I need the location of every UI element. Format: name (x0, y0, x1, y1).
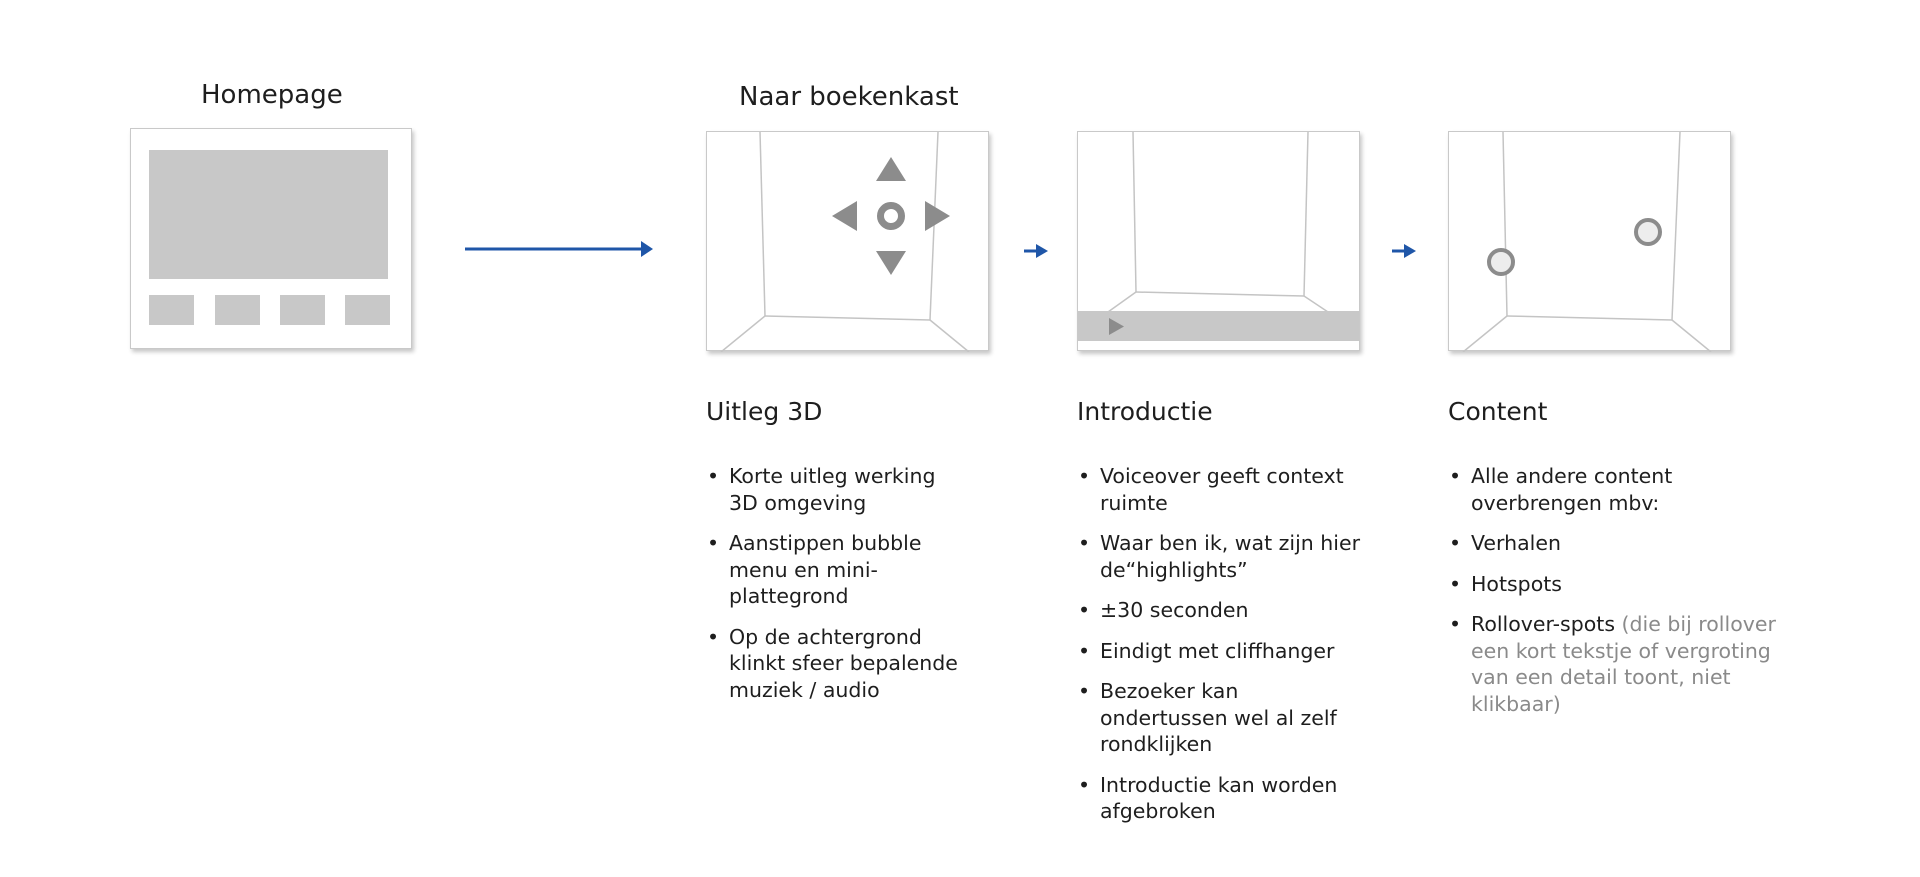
thumbnail-block (215, 295, 260, 325)
flow-arrow-short (1392, 241, 1418, 261)
homepage-wireframe (130, 128, 412, 349)
bullet-list-content: Alle andere content overbrengen mbv: Ver… (1448, 463, 1788, 731)
flow-arrow-long (465, 238, 655, 260)
arrow-down-icon (876, 251, 906, 275)
wireframe-navigation (706, 131, 989, 352)
list-item: Alle andere content overbrengen mbv: (1448, 463, 1788, 516)
section-title-content: Content (1448, 397, 1548, 426)
list-item: Op de achtergrond klinkt sfeer bepalende… (706, 624, 961, 704)
section-title-introductie: Introductie (1077, 397, 1213, 426)
hotspot-icon (1634, 218, 1662, 246)
rollover-label: Rollover-spots (1471, 612, 1616, 636)
list-item: Korte uitleg werking 3D omgeving (706, 463, 961, 516)
thumbnail-block (149, 295, 194, 325)
section-title-uitleg: Uitleg 3D (706, 397, 823, 426)
wireframe-introductie (1077, 131, 1360, 351)
navigation-controls (832, 157, 950, 275)
arrow-right-icon (925, 201, 950, 231)
flow-arrow-short (1024, 241, 1050, 261)
video-player-bar (1078, 311, 1359, 341)
thumbnail-block (345, 295, 390, 325)
list-item: Eindigt met cliffhanger (1077, 638, 1367, 665)
list-item: Introductie kan worden afgebroken (1077, 772, 1367, 825)
arrow-left-icon (832, 201, 857, 231)
hotspot-icon (1487, 248, 1515, 276)
list-item: Voiceover geeft context ruimte (1077, 463, 1367, 516)
center-icon (877, 202, 905, 230)
list-item: Rollover-spots (die bij rollover een kor… (1448, 611, 1788, 717)
arrow-up-icon (876, 157, 906, 181)
bullet-list-introductie: Voiceover geeft context ruimte Waar ben … (1077, 463, 1367, 839)
list-item: Verhalen (1448, 530, 1788, 557)
thumbnail-block (280, 295, 325, 325)
list-item: Aanstippen bubble menu en mini-plattegro… (706, 530, 961, 610)
list-item: Bezoeker kan ondertussen wel al zelf ron… (1077, 678, 1367, 758)
room-perspective (720, 132, 970, 352)
rollover-note: (die bij rollover een kort tekstje of ve… (1471, 612, 1776, 716)
list-item: Waar ben ik, wat zijn hier de“highlights… (1077, 530, 1367, 583)
boekenkast-heading: Naar boekenkast (739, 82, 959, 112)
list-item: Hotspots (1448, 571, 1788, 598)
room-perspective (1462, 132, 1712, 352)
play-icon (1109, 318, 1124, 335)
homepage-heading: Homepage (201, 80, 343, 110)
wireframe-content (1448, 131, 1731, 352)
room-perspective (1107, 132, 1329, 313)
bullet-list-uitleg: Korte uitleg werking 3D omgeving Aanstip… (706, 463, 961, 717)
hero-block (149, 150, 388, 279)
list-item: ±30 seconden (1077, 597, 1367, 624)
